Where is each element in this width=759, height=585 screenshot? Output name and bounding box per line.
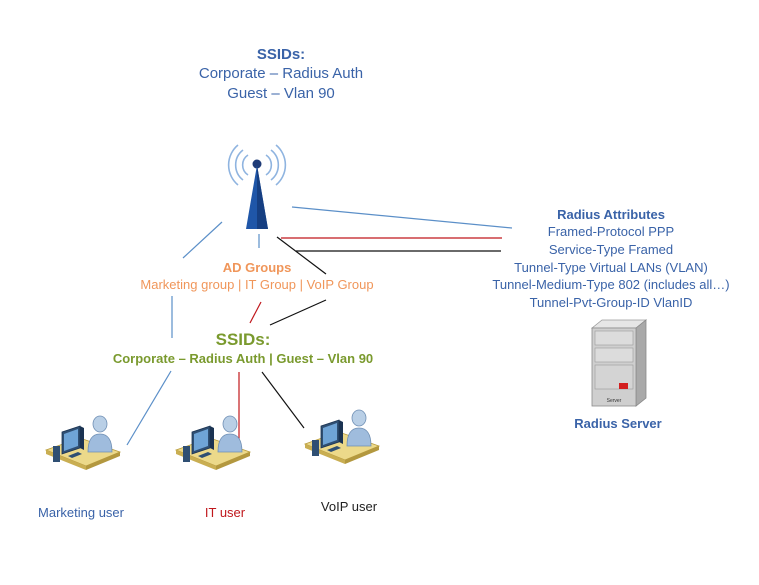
ap-voip-line <box>276 236 327 275</box>
radius-attr-tunnel-pvt-group-id: Tunnel-Pvt-Group-ID VlanID <box>529 295 693 311</box>
it-group-line <box>249 301 262 324</box>
ad-groups-list: Marketing group | IT Group | VoIP Group <box>140 277 374 292</box>
ad-groups-block: AD Groups Marketing group | IT Group | V… <box>140 259 373 294</box>
radius-attr-framed-protocol: Framed-Protocol PPP <box>547 224 675 239</box>
top-ssids-block: SSIDs: Corporate – Radius Auth Guest – V… <box>151 45 411 104</box>
radius-server-label: Radius Server <box>574 416 662 431</box>
top-ssid-corporate: Corporate – Radius Auth <box>198 65 364 82</box>
voip-user-label: VoIP user <box>320 499 378 514</box>
ad-groups-title: AD Groups <box>222 260 292 275</box>
wireless-access-point-icon <box>227 144 287 229</box>
marketing-user-line <box>126 370 172 446</box>
mid-ssids-block: SSIDs: Corporate – Radius Auth | Guest –… <box>113 329 373 368</box>
radius-attributes-block: Radius Attributes Framed-Protocol PPP Se… <box>492 206 729 312</box>
radius-attr-service-type: Service-Type Framed <box>548 241 674 257</box>
voip-group-line <box>269 299 327 326</box>
marketing-user-label: Marketing user <box>38 505 124 520</box>
server-badge-text: Server <box>607 398 622 404</box>
mid-ssids-title: SSIDs: <box>215 330 271 349</box>
it-user-label: IT user <box>204 505 246 520</box>
radius-attr-tunnel-type: Tunnel-Type Virtual LANs (VLAN) <box>514 259 708 275</box>
mid-ssids-list: Corporate – Radius Auth | Guest – Vlan 9… <box>112 351 374 366</box>
top-ssids-title: SSIDs: <box>256 46 306 63</box>
ap-to-radius-line <box>291 206 513 229</box>
server-tower-icon: Server <box>590 319 648 407</box>
ap-left-line <box>182 221 223 259</box>
radius-attributes-title: Radius Attributes <box>557 207 665 222</box>
workstation-user-icon <box>174 415 252 470</box>
voip-user-line <box>261 371 305 429</box>
workstation-user-icon <box>303 409 381 464</box>
top-ssid-guest: Guest – Vlan 90 <box>227 85 335 102</box>
radius-attr-tunnel-medium-type: Tunnel-Medium-Type 802 (includes all…) <box>492 277 730 293</box>
workstation-user-icon <box>44 415 122 470</box>
